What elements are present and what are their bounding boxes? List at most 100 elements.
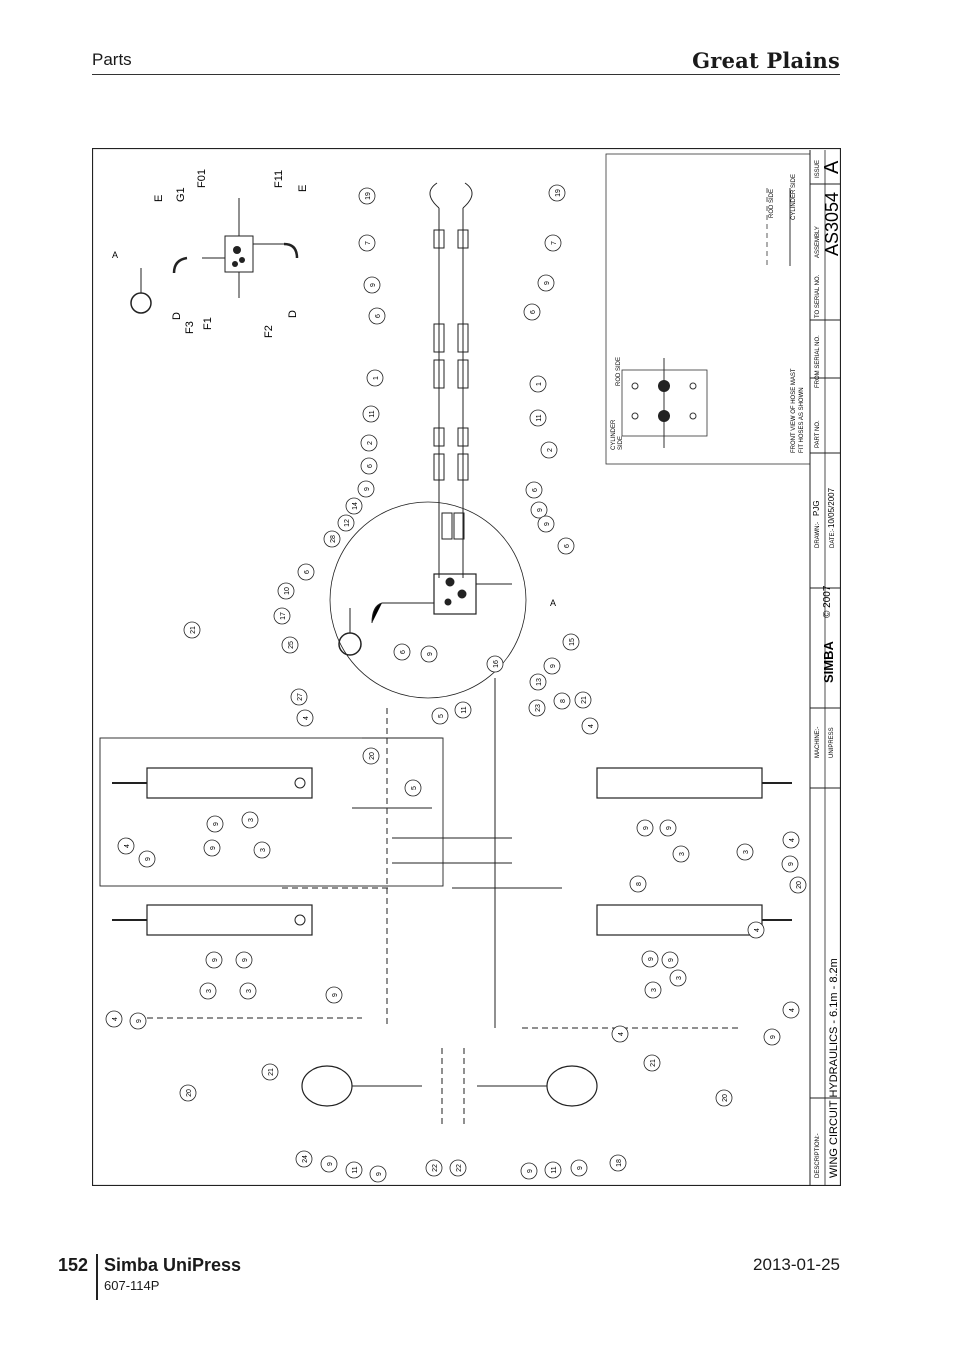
callout-number: 9 (370, 283, 377, 287)
cylinder-bottom-left (112, 904, 313, 936)
footer-date: 2013-01-25 (753, 1255, 840, 1274)
callout-number: 3 (260, 848, 267, 852)
issue-label: ISSUE (815, 160, 821, 178)
mast-rod-side: ROD SIDE (616, 357, 622, 386)
port-d-left: D (171, 312, 183, 320)
callout-circle (105, 1010, 123, 1028)
callout-circle (611, 1025, 629, 1043)
callout-number: 4 (754, 928, 761, 932)
callout-number: 4 (789, 1008, 796, 1012)
detail-a-label: A (112, 250, 118, 260)
callout-circle (363, 276, 381, 294)
callout-circle (562, 633, 580, 651)
callout-circle (715, 1089, 733, 1107)
callout-circle (296, 709, 314, 727)
footer-divider (96, 1254, 98, 1300)
callout-number: 9 (788, 862, 795, 866)
callout-number: 3 (246, 989, 253, 993)
callout-circle (295, 1150, 313, 1168)
callout-number: 9 (550, 664, 557, 668)
callout-circle (129, 1012, 147, 1030)
date-value: 10/05/2007 (827, 487, 836, 528)
cylinder-bottom-right (596, 904, 792, 936)
port-e-left: E (153, 195, 165, 202)
callout-number: 6 (375, 314, 382, 318)
callout-circle (661, 951, 679, 969)
callout-number: 9 (210, 846, 217, 850)
callout-circle (557, 537, 575, 555)
description-value: WING CIRCUIT HYDRAULICS - 6.1m - 8.2m (828, 958, 840, 1178)
drawn-label: DRAWN:- (815, 522, 821, 548)
callout-number: 6 (530, 310, 537, 314)
drawing-border (92, 148, 841, 1186)
callout-circle (789, 876, 807, 894)
callout-number: 9 (537, 508, 544, 512)
brand-logo: Great Plains (692, 48, 840, 73)
machine-label: MACHINE:- (815, 727, 821, 758)
callout-number: 20 (722, 1094, 729, 1102)
callout-circle (636, 819, 654, 837)
callout-number: 18 (616, 1159, 623, 1167)
callout-number: 25 (288, 641, 295, 649)
callout-circle (570, 1159, 588, 1177)
callout-circle (529, 673, 547, 691)
legend-cylinder-side: CYLINDER SIDE (791, 174, 797, 220)
callout-circle (362, 747, 380, 765)
callout-number: 10 (284, 587, 291, 595)
callout-circle (360, 457, 378, 475)
callout-number: 4 (112, 1017, 119, 1021)
callout-circle (369, 1165, 387, 1183)
callout-number: 2 (367, 441, 374, 445)
port-g1: G1 (175, 187, 187, 202)
accumulator-right (477, 1065, 598, 1107)
callout-number: 11 (551, 1166, 558, 1173)
callout-circle (537, 274, 555, 292)
callout-number: 19 (365, 192, 372, 200)
from-serial-label: FROM SERIAL NO. (815, 335, 821, 388)
callout-circle (529, 409, 547, 427)
callout-number: 4 (789, 838, 796, 842)
mast-cylinder-side-2: SIDE (618, 436, 624, 450)
callout-number: 17 (280, 612, 287, 620)
callout-number: 9 (213, 822, 220, 826)
callout-circle (205, 951, 223, 969)
callout-number: 9 (364, 487, 371, 491)
callout-circle (117, 837, 135, 855)
callout-circle (358, 234, 376, 252)
callout-number: 16 (493, 660, 500, 668)
callout-number: 8 (560, 699, 567, 703)
callout-number: 9 (327, 1162, 334, 1166)
description-label: DESCRIPTION:- (815, 1133, 821, 1178)
callout-circle (253, 841, 271, 859)
title-block: ISSUE A ASSEMBLY AS3054 TO SERIAL NO. FR… (809, 150, 841, 1185)
callout-number: 21 (268, 1068, 275, 1076)
callout-number: 9 (666, 826, 673, 830)
mast-cylinder-side-1: CYLINDER (611, 419, 617, 450)
detail-a-ref: A (550, 598, 556, 608)
port-f01: F01 (196, 169, 208, 188)
callout-circle (449, 1159, 467, 1177)
callout-number: 6 (564, 544, 571, 548)
callout-number: 7 (551, 241, 558, 245)
callout-circle (529, 375, 547, 393)
callout-number: 9 (427, 652, 434, 656)
callout-bubbles: 1979611126914122861017256921274205197961… (105, 184, 807, 1183)
port-f3: F3 (184, 321, 196, 334)
callout-number: 21 (650, 1059, 657, 1067)
callout-number: 8 (636, 882, 643, 886)
callout-circle (782, 1001, 800, 1019)
callout-number: 13 (536, 678, 543, 686)
manual-title: Simba UniPress (104, 1255, 242, 1275)
callout-circle (345, 497, 363, 515)
callout-number: 24 (302, 1155, 309, 1163)
callout-number: 11 (536, 414, 543, 421)
callout-number: 15 (569, 638, 576, 646)
callout-number: 11 (352, 1166, 359, 1173)
to-serial-label: TO SERIAL NO. (815, 274, 821, 318)
callout-number: 3 (206, 989, 213, 993)
callout-number: 21 (581, 696, 588, 704)
callout-number: 20 (186, 1089, 193, 1097)
issue-value: A (821, 160, 841, 174)
central-manifold (338, 573, 512, 656)
port-e-right: E (297, 185, 309, 192)
